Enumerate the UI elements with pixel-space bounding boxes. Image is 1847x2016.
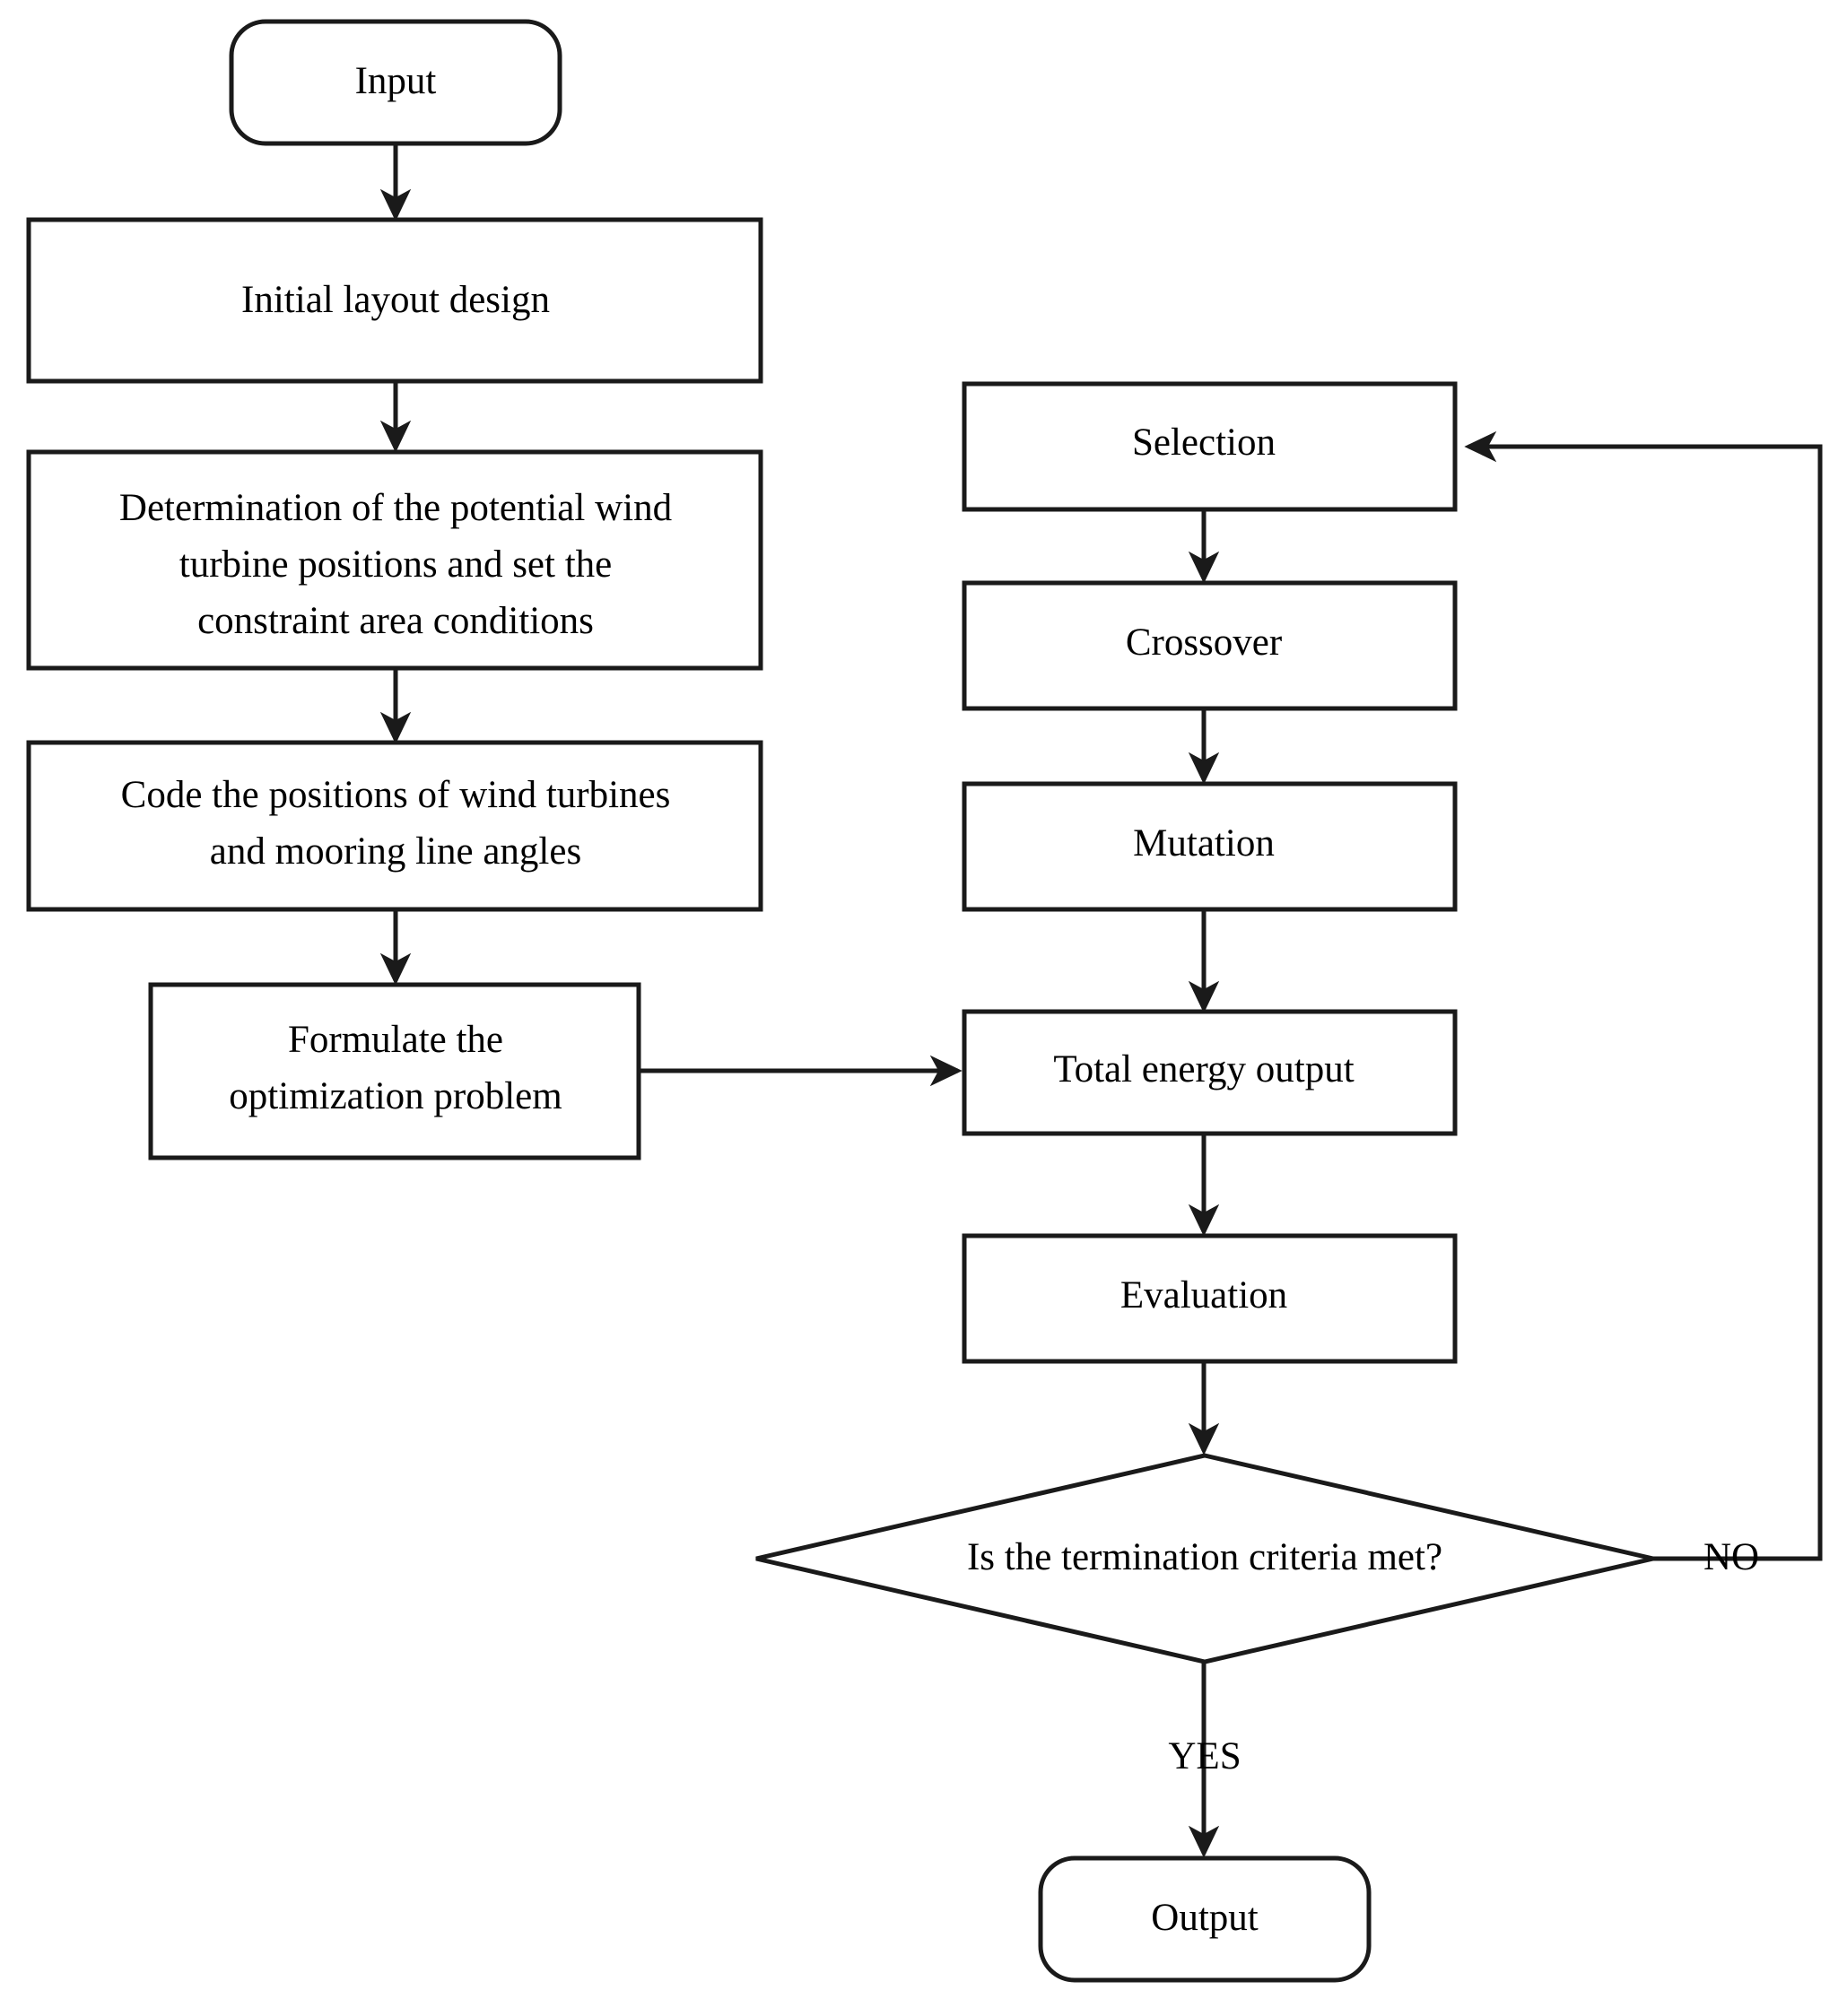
node-determination[interactable] <box>26 449 763 671</box>
node-termination-decision-label: Is the termination criteria met? <box>967 1536 1442 1578</box>
node-crossover[interactable] <box>962 580 1458 711</box>
node-formulate-optimization-problem[interactable] <box>148 982 641 1160</box>
edge-decision-to-selection-no <box>1464 430 1823 1561</box>
node-selection-label: Selection <box>1132 421 1276 464</box>
node-code-positions[interactable] <box>26 740 763 912</box>
node-crossover-label: Crossover <box>1126 621 1282 664</box>
node-initial-layout-design[interactable] <box>26 217 763 384</box>
node-output-label: Output <box>1151 1897 1259 1939</box>
node-termination-decision[interactable] <box>755 1453 1654 1664</box>
node-code-positions-label-line1: Code the positions of wind turbines <box>121 774 671 816</box>
node-mutation[interactable] <box>962 781 1458 912</box>
edge-label-no: NO <box>1703 1536 1759 1578</box>
node-initial-layout-design-label: Initial layout design <box>241 279 550 321</box>
edge-label-yes: YES <box>1168 1735 1241 1777</box>
node-determination-label-line2: turbine positions and set the <box>179 543 613 586</box>
node-evaluation[interactable] <box>962 1233 1458 1364</box>
node-determination-label-line1: Determination of the potential wind <box>119 487 672 529</box>
node-output[interactable] <box>1038 1855 1372 1983</box>
node-selection[interactable] <box>962 381 1458 512</box>
node-evaluation-label: Evaluation <box>1120 1274 1287 1316</box>
node-determination-label-line3: constraint area conditions <box>197 600 594 642</box>
node-total-energy-output[interactable] <box>962 1009 1458 1136</box>
node-input-label: Input <box>355 60 437 102</box>
node-formulate-label-line1: Formulate the <box>288 1019 503 1061</box>
node-formulate-label-line2: optimization problem <box>229 1075 562 1117</box>
node-code-positions-label-line2: and mooring line angles <box>210 830 581 873</box>
node-total-energy-output-label: Total energy output <box>1053 1048 1354 1091</box>
node-mutation-label: Mutation <box>1133 822 1275 865</box>
node-input[interactable] <box>229 19 562 146</box>
